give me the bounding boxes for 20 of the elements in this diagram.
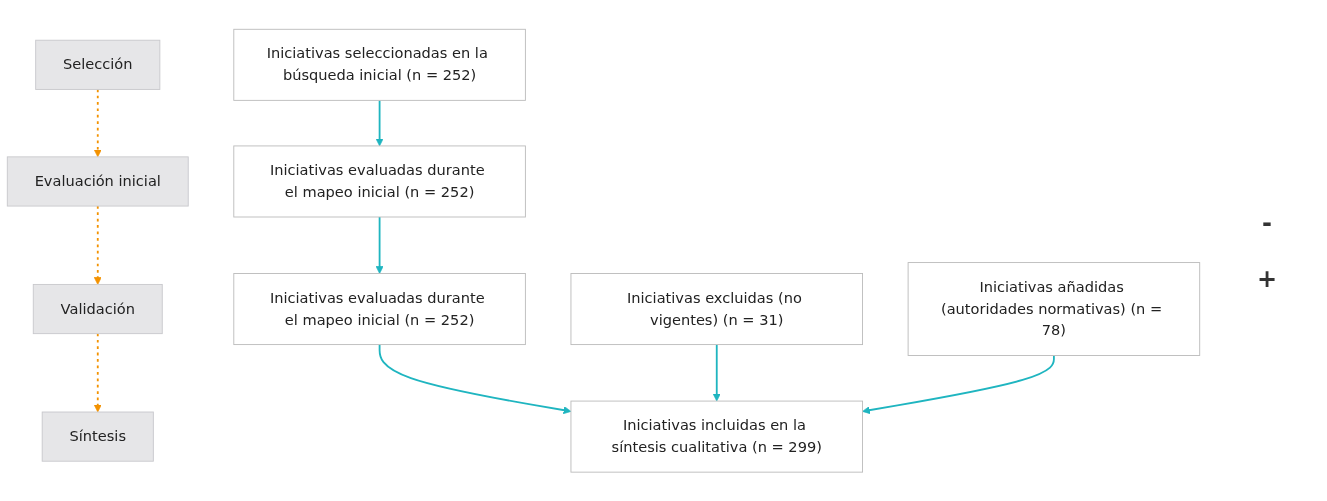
arrow <box>712 343 721 402</box>
node-box: Iniciativas evaluadas durante el mapeo inicial (n = 252) <box>233 145 526 218</box>
arrow <box>375 215 384 274</box>
arrow <box>93 332 102 413</box>
node-box: Iniciativas evaluadas durante el mapeo inicial (n = 252) <box>233 272 526 345</box>
node-box: Iniciativas seleccionadas en la búsqueda inicial (n = 252) <box>233 28 526 101</box>
arrow <box>378 343 572 414</box>
node-box: Iniciativas excluidas (no vigentes) (n = 31) <box>570 272 863 345</box>
arrow <box>375 99 384 147</box>
node-box: Selección <box>35 39 161 90</box>
node-box: Iniciativas añadidas (autoridades normativas) (n = 78) <box>907 261 1201 356</box>
operator-sign: + <box>1255 263 1279 295</box>
arrow <box>862 354 1055 414</box>
node-box: Síntesis <box>41 411 154 462</box>
operator-sign: - <box>1261 207 1273 239</box>
node-box: Iniciativas incluidas en la síntesis cualitativa (n = 299) <box>570 400 863 473</box>
arrow <box>93 88 102 157</box>
arrow <box>93 204 102 285</box>
node-box: Evaluación inicial <box>6 156 189 207</box>
node-box: Validación <box>32 283 163 334</box>
